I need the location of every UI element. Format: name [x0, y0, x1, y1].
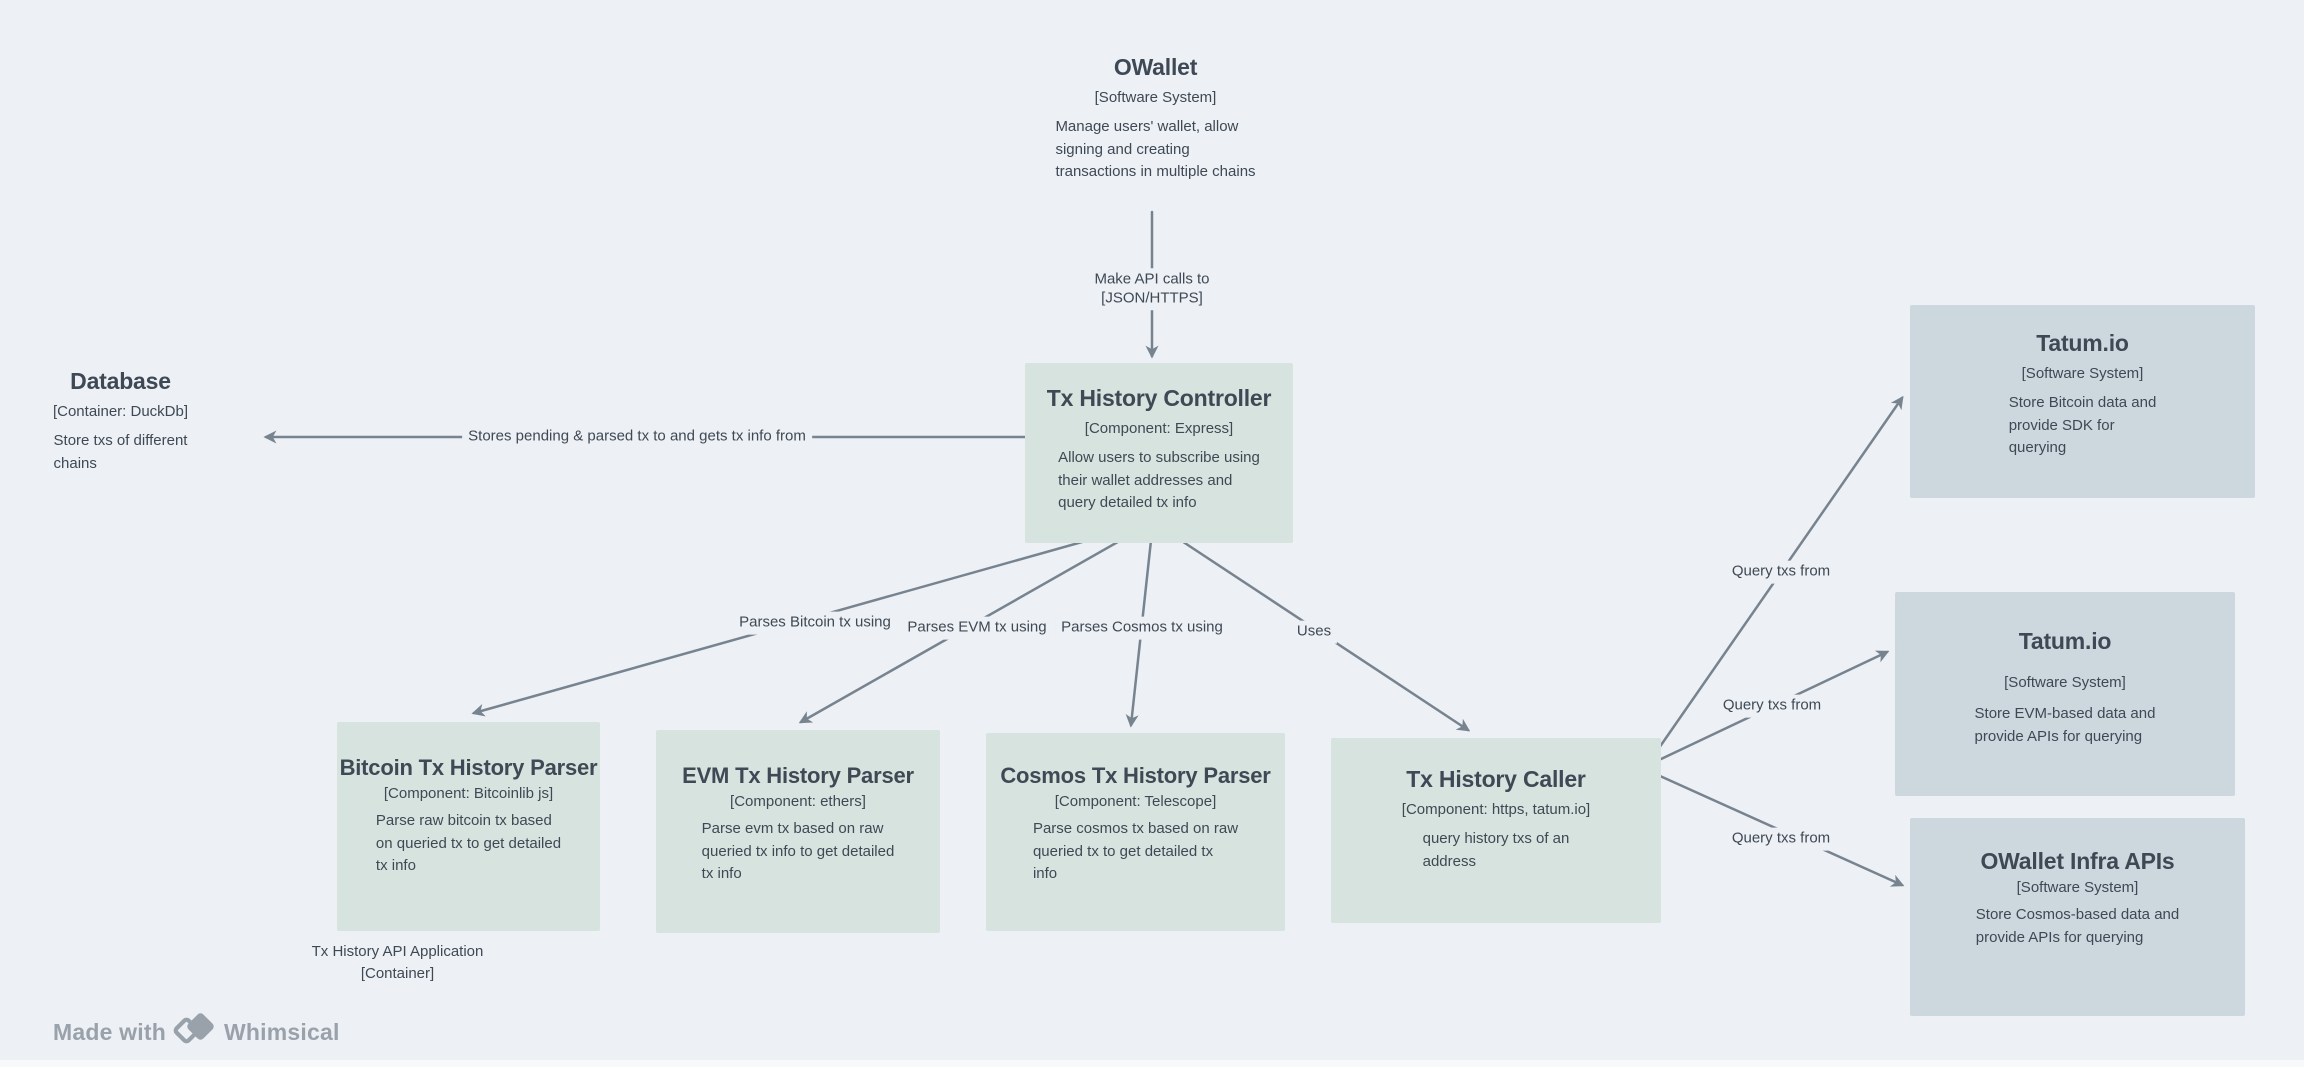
edge-label-parses-evm: Parses EVM tx using	[901, 616, 1053, 640]
node-desc: Store EVM-based data and provide APIs fo…	[1974, 705, 2156, 745]
edge-label-make-api-calls: Make API calls to [JSON/HTTPS]	[1088, 268, 1216, 310]
edge-label-uses: Uses	[1290, 620, 1338, 644]
node-meta: [Software System]	[2004, 674, 2126, 692]
node-bitcoin-tx-history-parser[interactable]: Bitcoin Tx History Parser [Component: Bi…	[337, 722, 600, 931]
watermark-made-with: Made with	[53, 1018, 166, 1045]
node-meta: [Component: https, tatum.io]	[1401, 801, 1591, 819]
node-desc: Store Cosmos-based data and provide APIs…	[1975, 906, 2180, 946]
node-meta: [Software System]	[2016, 879, 2139, 897]
node-tx-history-caller[interactable]: Tx History Caller [Component: https, tat…	[1331, 738, 1661, 923]
caption-sub: [Container]	[360, 964, 435, 982]
node-meta: [Component: Express]	[1084, 420, 1234, 438]
edge-label-query-tatum-evm: Query txs from	[1716, 694, 1828, 718]
node-desc: Allow users to subscribe using their wal…	[1058, 449, 1260, 512]
node-title: EVM Tx History Parser	[682, 763, 914, 788]
node-desc: Store Bitcoin data and provide SDK for q…	[2008, 394, 2157, 457]
node-database[interactable]: Database [Container: DuckDb] Store txs o…	[48, 368, 193, 475]
node-title: Tatum.io	[2036, 330, 2129, 356]
node-desc: query history txs of an address	[1422, 830, 1570, 870]
node-tx-history-controller[interactable]: Tx History Controller [Component: Expres…	[1025, 363, 1293, 543]
node-title: OWallet	[1113, 54, 1198, 80]
node-meta: [Container: DuckDb]	[52, 403, 189, 421]
node-owallet-infra-apis[interactable]: OWallet Infra APIs [Software System] Sto…	[1910, 818, 2245, 1016]
node-tatum-io-bitcoin[interactable]: Tatum.io [Software System] Store Bitcoin…	[1910, 305, 2255, 498]
node-title: Bitcoin Tx History Parser	[339, 755, 598, 780]
edge-label-stores-tx: Stores pending & parsed tx to and gets t…	[462, 425, 812, 449]
node-title: Tatum.io	[2018, 628, 2112, 654]
node-meta: [Component: Telescope]	[1054, 793, 1217, 811]
caption-title: Tx History API Application	[311, 943, 484, 960]
node-title: Tx History Caller	[1406, 766, 1586, 792]
node-desc: Parse cosmos tx based on raw queried tx …	[1032, 820, 1239, 883]
node-desc: Manage users' wallet, allow signing and …	[1055, 118, 1256, 181]
node-title: Tx History Controller	[1046, 385, 1272, 411]
node-evm-tx-history-parser[interactable]: EVM Tx History Parser [Component: ethers…	[656, 730, 940, 933]
edge-label-parses-bitcoin: Parses Bitcoin tx using	[733, 611, 897, 635]
node-owallet[interactable]: OWallet [Software System] Manage users' …	[1048, 54, 1263, 184]
diagram-caption: Tx History API Application [Container]	[305, 941, 490, 985]
node-cosmos-tx-history-parser[interactable]: Cosmos Tx History Parser [Component: Tel…	[986, 733, 1285, 931]
node-desc: Store txs of different chains	[53, 432, 188, 472]
node-meta: [Component: ethers]	[730, 793, 866, 811]
edge-label-query-tatum-bitcoin: Query txs from	[1725, 560, 1837, 584]
whimsical-watermark[interactable]: Made with Whimsical	[53, 1010, 340, 1054]
node-title: Database	[70, 368, 171, 394]
edge-label-parses-cosmos: Parses Cosmos tx using	[1055, 616, 1229, 640]
node-meta: [Software System]	[2021, 365, 2144, 383]
node-desc: Parse evm tx based on raw queried tx inf…	[701, 820, 895, 883]
node-meta: [Software System]	[1094, 89, 1217, 107]
watermark-brand: Whimsical	[223, 1018, 340, 1045]
whimsical-logo-icon	[172, 1010, 218, 1054]
node-title: OWallet Infra APIs	[1980, 848, 2175, 874]
bottom-edge-strip	[0, 1060, 2304, 1067]
node-title: Cosmos Tx History Parser	[1000, 763, 1271, 788]
node-desc: Parse raw bitcoin tx based on queried tx…	[375, 812, 562, 875]
node-meta: [Component: Bitcoinlib js]	[383, 785, 554, 803]
node-tatum-io-evm[interactable]: Tatum.io [Software System] Store EVM-bas…	[1895, 592, 2235, 796]
edge-label-query-owallet-infra: Query txs from	[1725, 827, 1837, 851]
